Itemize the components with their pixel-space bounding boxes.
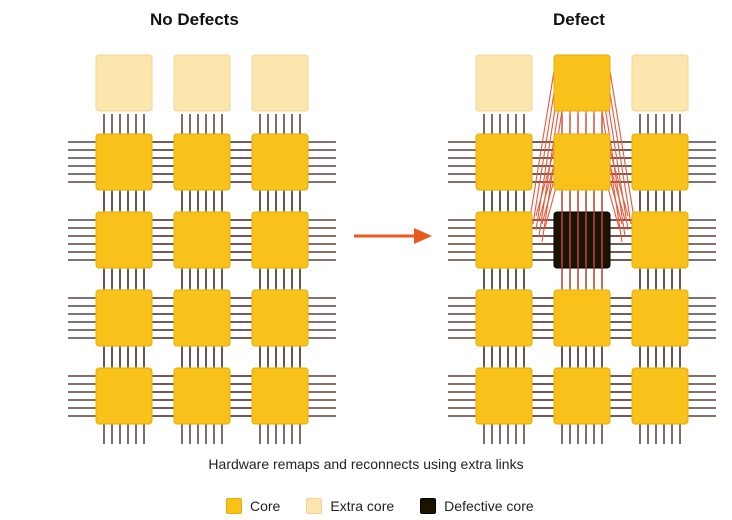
extra-core — [95, 54, 153, 112]
reroute-link — [607, 58, 635, 219]
extra-core — [475, 54, 533, 112]
defect-panel — [448, 54, 716, 444]
defective-core — [553, 211, 611, 269]
core — [553, 133, 611, 191]
core — [475, 211, 533, 269]
legend-item-core: Core — [226, 498, 280, 514]
core — [631, 211, 689, 269]
legend-item-defective-core: Defective core — [420, 498, 534, 514]
core — [95, 211, 153, 269]
core — [173, 211, 231, 269]
legend: Core Extra core Defective core — [226, 498, 560, 514]
no-defects-panel — [68, 54, 336, 444]
no-defects-title: No Defects — [150, 10, 239, 29]
legend-label-defective-core: Defective core — [444, 498, 534, 514]
diagram-caption: Hardware remaps and reconnects using ext… — [208, 456, 524, 472]
promoted-extra-core — [553, 54, 611, 112]
core — [553, 289, 611, 347]
core — [553, 367, 611, 425]
legend-label-core: Core — [250, 498, 281, 514]
core — [475, 367, 533, 425]
core — [631, 367, 689, 425]
core — [631, 289, 689, 347]
core — [95, 133, 153, 191]
arrow-head — [414, 228, 432, 244]
core — [475, 289, 533, 347]
reroute-link — [529, 58, 557, 219]
extra-core-swatch — [306, 498, 323, 514]
legend-label-extra-core: Extra core — [330, 498, 395, 514]
core — [631, 133, 689, 191]
transition-arrow — [354, 228, 432, 244]
core — [475, 133, 533, 191]
core — [173, 367, 231, 425]
core — [173, 289, 231, 347]
defect-title: Defect — [553, 10, 605, 29]
defective-core-swatch — [420, 498, 437, 514]
core — [95, 289, 153, 347]
extra-core — [631, 54, 689, 112]
core — [251, 133, 309, 191]
legend-item-extra-core: Extra core — [306, 498, 394, 514]
extra-core — [173, 54, 231, 112]
core — [251, 211, 309, 269]
core — [251, 289, 309, 347]
core — [173, 133, 231, 191]
extra-core — [251, 54, 309, 112]
core — [251, 367, 309, 425]
core-swatch — [226, 498, 242, 514]
core — [95, 367, 153, 425]
